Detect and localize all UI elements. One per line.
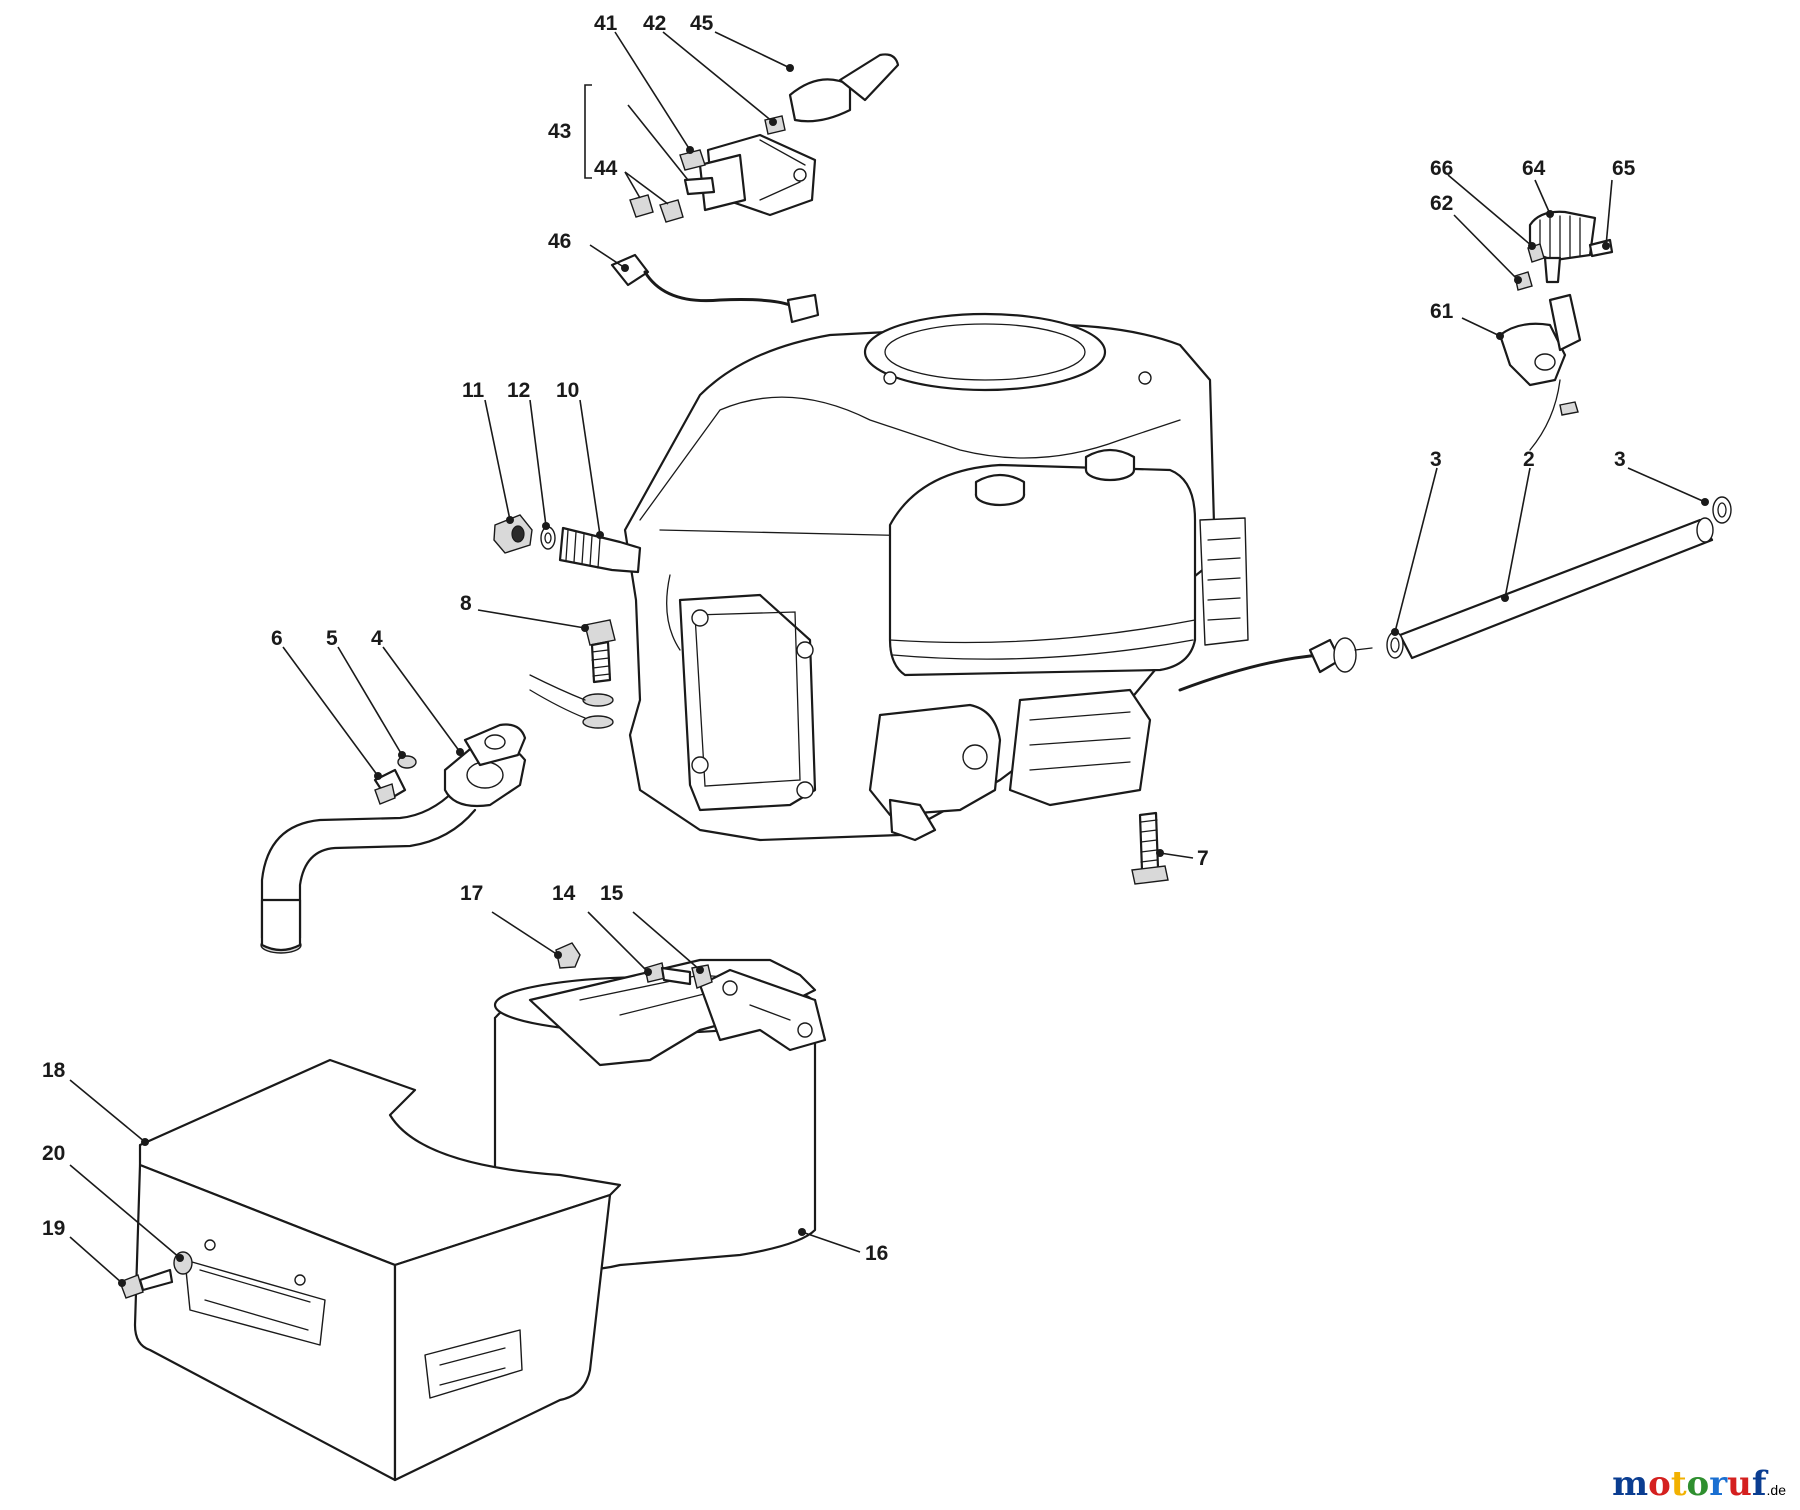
label-8: 8 [460, 592, 472, 615]
label-7: 7 [1197, 847, 1209, 870]
label-44: 44 [594, 157, 618, 180]
watermark-letter: u [1727, 1464, 1752, 1504]
watermark-letter: f [1751, 1464, 1767, 1504]
label-3-left: 3 [1430, 448, 1442, 471]
label-18: 18 [42, 1059, 66, 1082]
callout-labels: 41 42 45 43 44 46 66 64 65 62 61 11 12 1… [42, 12, 1636, 1265]
watermark-letter: r [1709, 1464, 1728, 1504]
label-65: 65 [1612, 157, 1636, 180]
watermark-suffix: .de [1766, 1482, 1786, 1498]
hardware [119, 514, 1169, 1299]
label-6: 6 [271, 627, 283, 650]
label-66: 66 [1430, 157, 1453, 180]
fuel-hose [1308, 496, 1732, 674]
throttle-group [1498, 210, 1614, 451]
watermark-letter: m [1612, 1464, 1649, 1504]
exhaust-pipe [260, 723, 527, 954]
label-14: 14 [552, 882, 576, 905]
label-4: 4 [371, 627, 383, 650]
label-11: 11 [462, 379, 485, 402]
label-16: 16 [865, 1242, 888, 1265]
label-42: 42 [643, 12, 666, 35]
label-15: 15 [600, 882, 624, 905]
label-17: 17 [460, 882, 483, 905]
label-41: 41 [594, 12, 618, 35]
label-20: 20 [42, 1142, 65, 1165]
callout-leaders [69, 31, 1709, 1287]
label-46: 46 [548, 230, 571, 253]
solenoid-group [610, 53, 900, 324]
label-45: 45 [690, 12, 714, 35]
label-12: 12 [507, 379, 530, 402]
watermark-letter: t [1670, 1464, 1687, 1504]
watermark-letter: o [1648, 1464, 1671, 1504]
label-43: 43 [548, 120, 571, 143]
watermark-logo: motoruf.de [1612, 1464, 1786, 1504]
label-64: 64 [1522, 157, 1546, 180]
label-3-right: 3 [1614, 448, 1626, 471]
heat-shield [133, 1058, 622, 1482]
label-61: 61 [1430, 300, 1454, 323]
label-19: 19 [42, 1217, 65, 1240]
label-5: 5 [326, 627, 338, 650]
label-10: 10 [556, 379, 579, 402]
watermark-letter: o [1686, 1464, 1710, 1504]
label-2: 2 [1523, 448, 1535, 471]
label-62: 62 [1430, 192, 1453, 215]
engine-block [623, 312, 1322, 842]
